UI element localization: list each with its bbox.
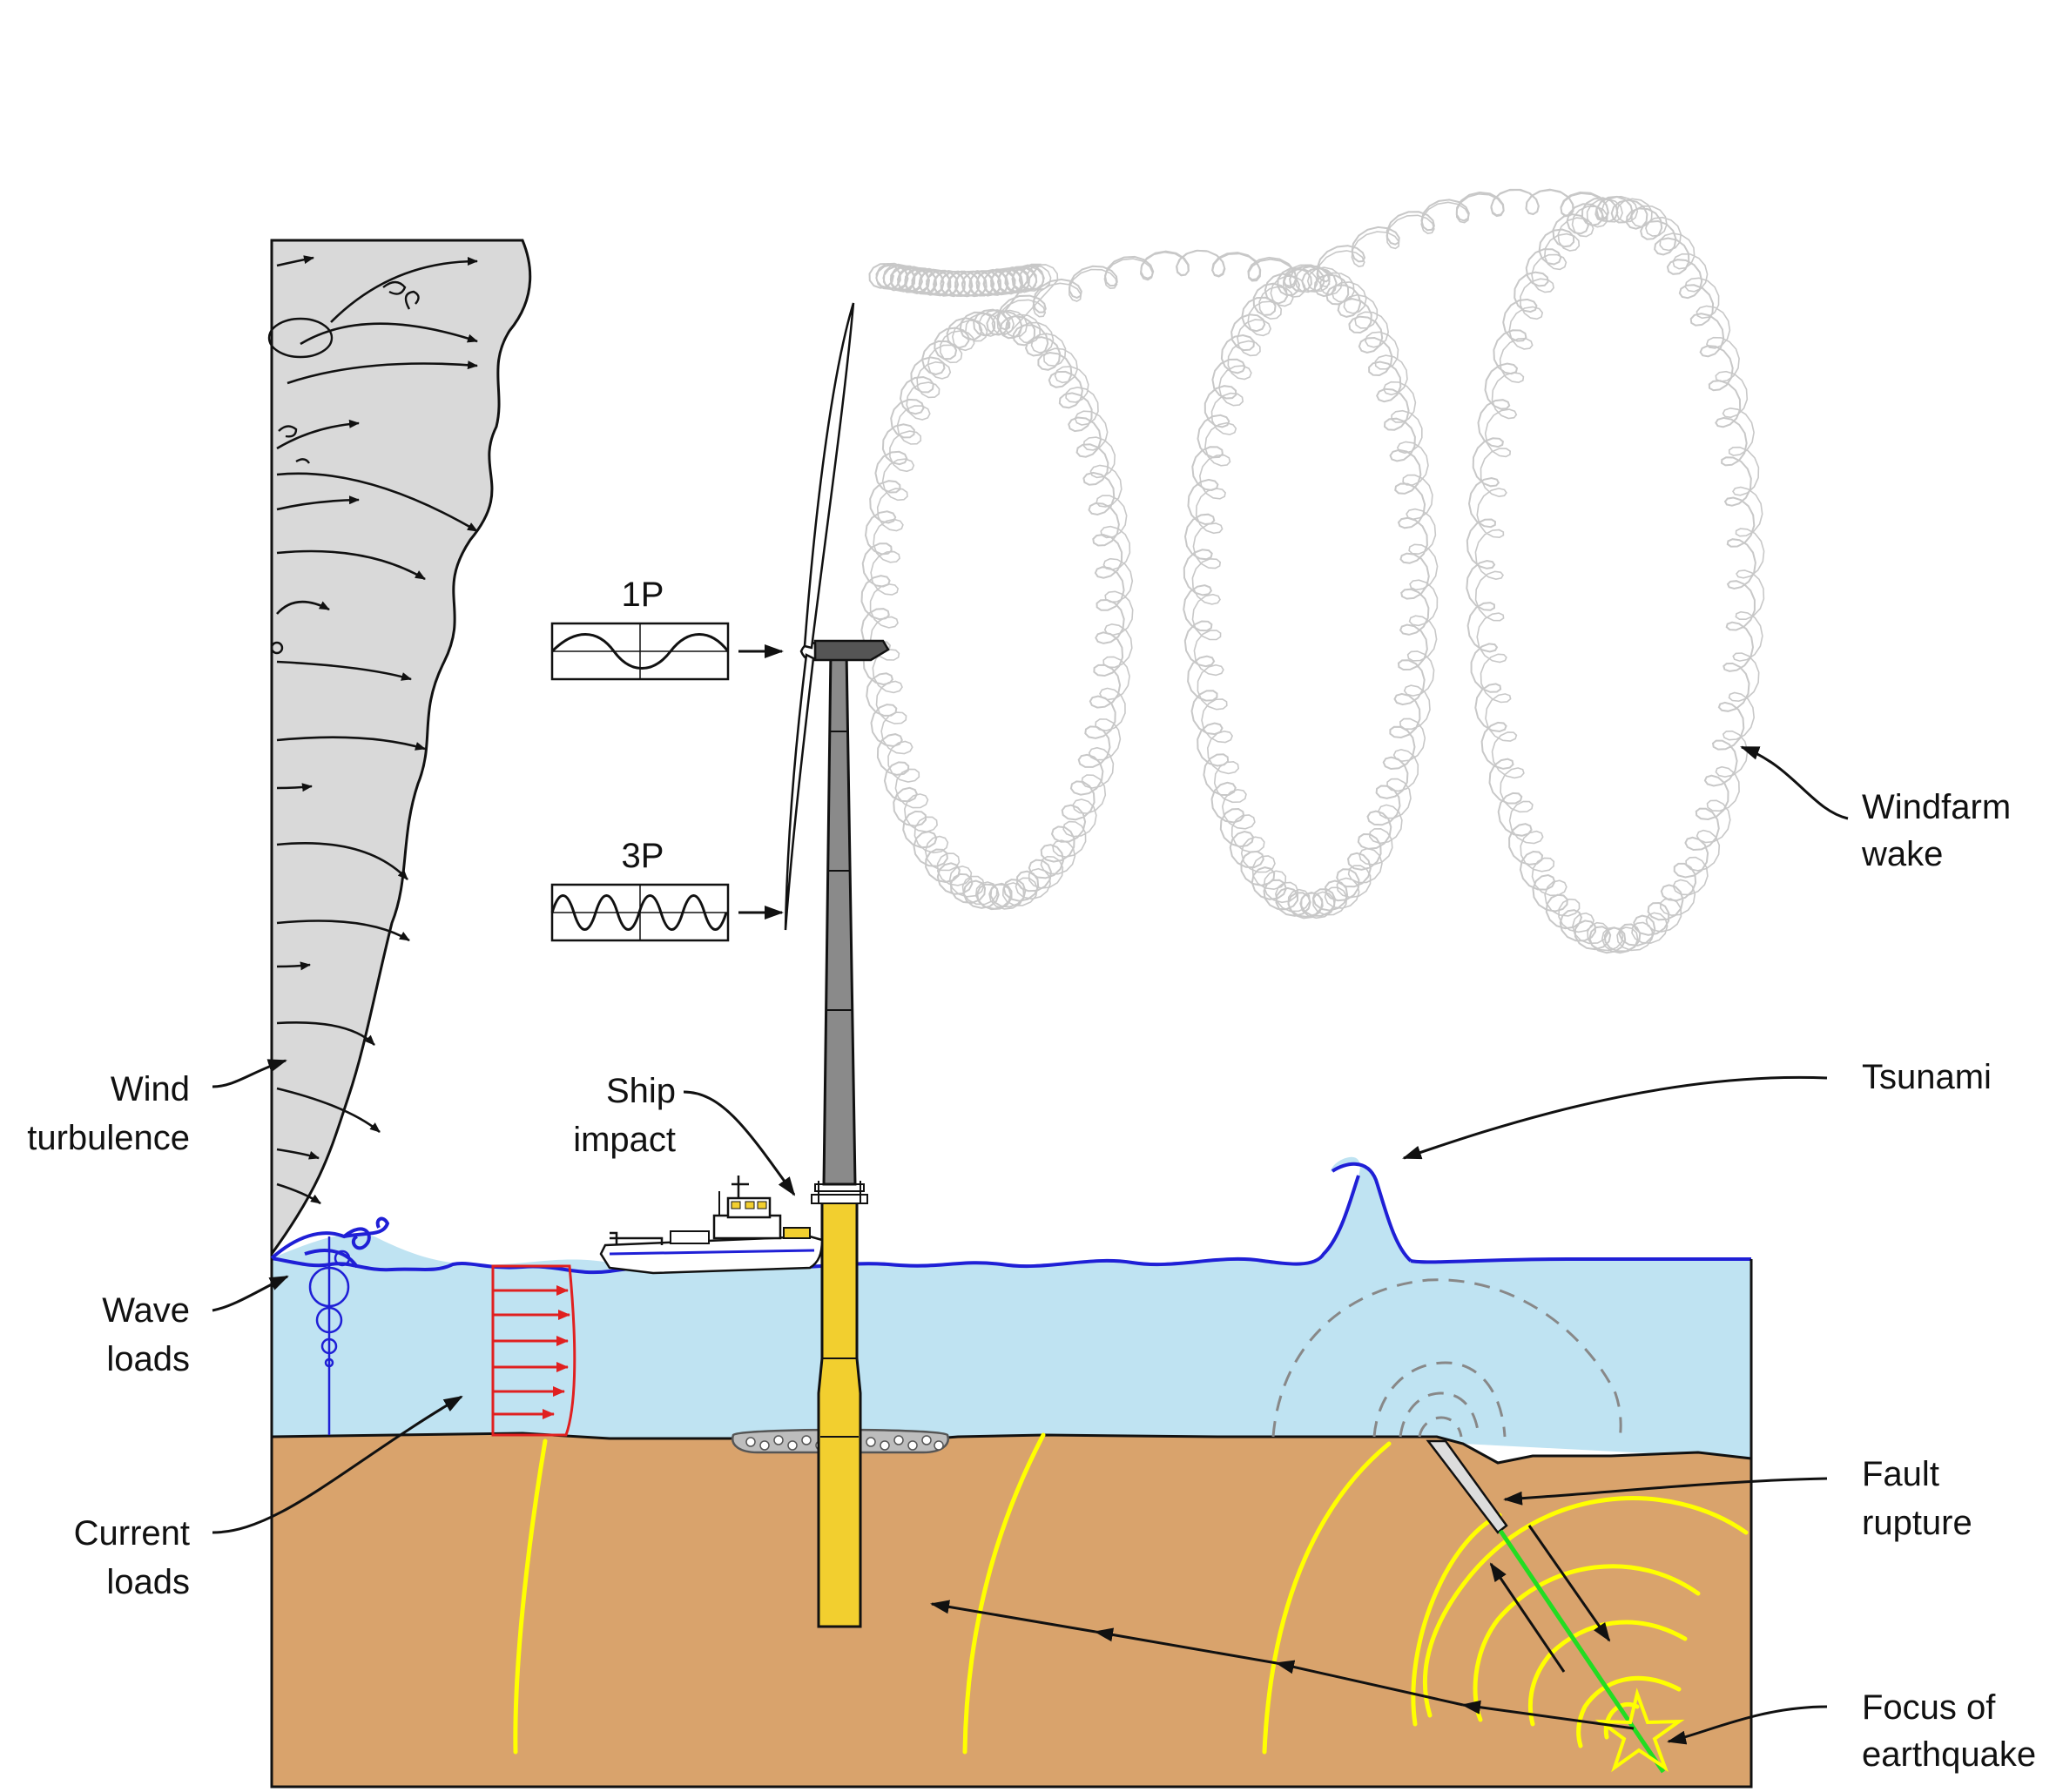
- sea-water: [272, 1156, 1751, 1459]
- transition-piece-platform: [811, 1181, 868, 1204]
- fault-rupture-label-line1: Fault: [1862, 1455, 1939, 1493]
- wake-coil-path-secondary: [869, 188, 1765, 954]
- ship-impact-label-line2: impact: [573, 1121, 676, 1159]
- focus-of-earthquake-label-line1: Focus of: [1862, 1688, 1996, 1727]
- service-ship: [599, 1176, 824, 1275]
- seismic-ray-arrows: [930, 1600, 1635, 1730]
- wave-loads-label-line1: Wave: [102, 1291, 190, 1330]
- turbine-tower: [822, 650, 857, 1186]
- water-pressure-waves: [1271, 1278, 1622, 1439]
- wind-turbulence-label-line2: turbulence: [27, 1119, 190, 1157]
- wake-coil-path: [860, 188, 1756, 954]
- hazard-labels: Windfarm wake Wind turbulence Ship impac…: [27, 788, 2036, 1774]
- three-p-excitation-box: 3P: [550, 837, 784, 942]
- earthquake-focus-star: [1594, 1688, 1685, 1773]
- wave-loads-label-line2: loads: [106, 1340, 190, 1378]
- tsunami-label: Tsunami: [1862, 1058, 1992, 1096]
- sea-surface-line-right: [1410, 1257, 1751, 1264]
- current-loads-label-line2: loads: [106, 1563, 190, 1601]
- label-leader-arrows: [212, 745, 1849, 1745]
- turbine-nacelle: [799, 639, 890, 662]
- focus-of-earthquake-label-line2: earthquake: [1862, 1735, 2036, 1774]
- windfarm-wake-label-line2: wake: [1861, 835, 1943, 873]
- one-p-excitation-box: 1P: [550, 576, 784, 681]
- current-profile: [491, 1264, 576, 1437]
- wave-orbit-loads: [308, 1236, 351, 1435]
- tsunami-wave: [1331, 1162, 1412, 1263]
- seabed: [270, 1432, 1753, 1789]
- three-p-label: 3P: [622, 837, 664, 875]
- windfarm-wake-spirals: [860, 188, 1765, 954]
- turbine-blades: [784, 302, 855, 931]
- one-p-label: 1P: [622, 576, 664, 614]
- fault-rupture: [1426, 1439, 1666, 1774]
- monopile: [817, 1200, 862, 1628]
- ship-impact-label-line1: Ship: [606, 1072, 676, 1110]
- fault-rupture-label-line2: rupture: [1862, 1504, 1972, 1542]
- wind-turbulence-label-line1: Wind: [111, 1070, 190, 1108]
- current-loads-label-line1: Current: [74, 1514, 190, 1553]
- wind-turbulence-region: [267, 239, 532, 1258]
- seismic-wave-fronts: [513, 1432, 1749, 1755]
- windfarm-wake-label-line1: Windfarm: [1862, 788, 2011, 826]
